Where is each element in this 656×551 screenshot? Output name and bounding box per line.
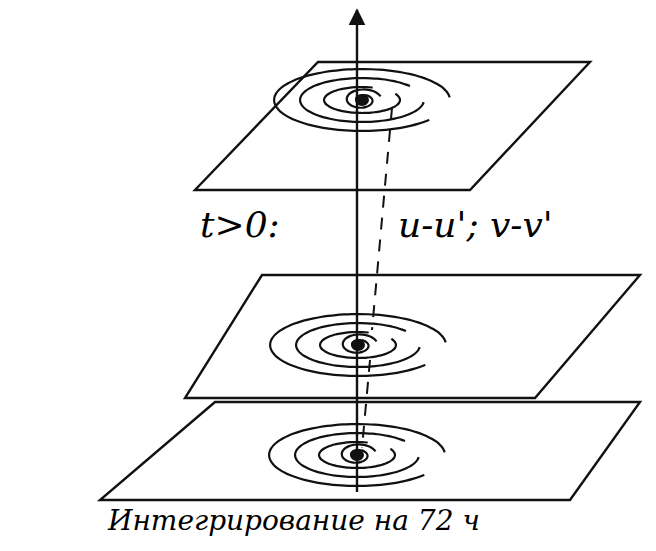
time-label: t>0: bbox=[200, 204, 280, 245]
vortex bbox=[270, 314, 446, 376]
vortex bbox=[274, 69, 450, 131]
label-holder: t>0: bbox=[200, 204, 280, 245]
time-axis-arrow bbox=[356, 10, 358, 492]
track-line bbox=[362, 108, 392, 448]
plane bbox=[195, 62, 590, 190]
label-holder: Интегрирование на 72 ч bbox=[108, 504, 480, 537]
caption: Интегрирование на 72 ч bbox=[108, 504, 480, 537]
vortex bbox=[269, 424, 445, 486]
variable-label: u-u'; v-v' bbox=[398, 204, 553, 245]
plane bbox=[100, 402, 640, 500]
label-holder: u-u'; v-v' bbox=[398, 204, 553, 245]
plane bbox=[185, 275, 640, 398]
